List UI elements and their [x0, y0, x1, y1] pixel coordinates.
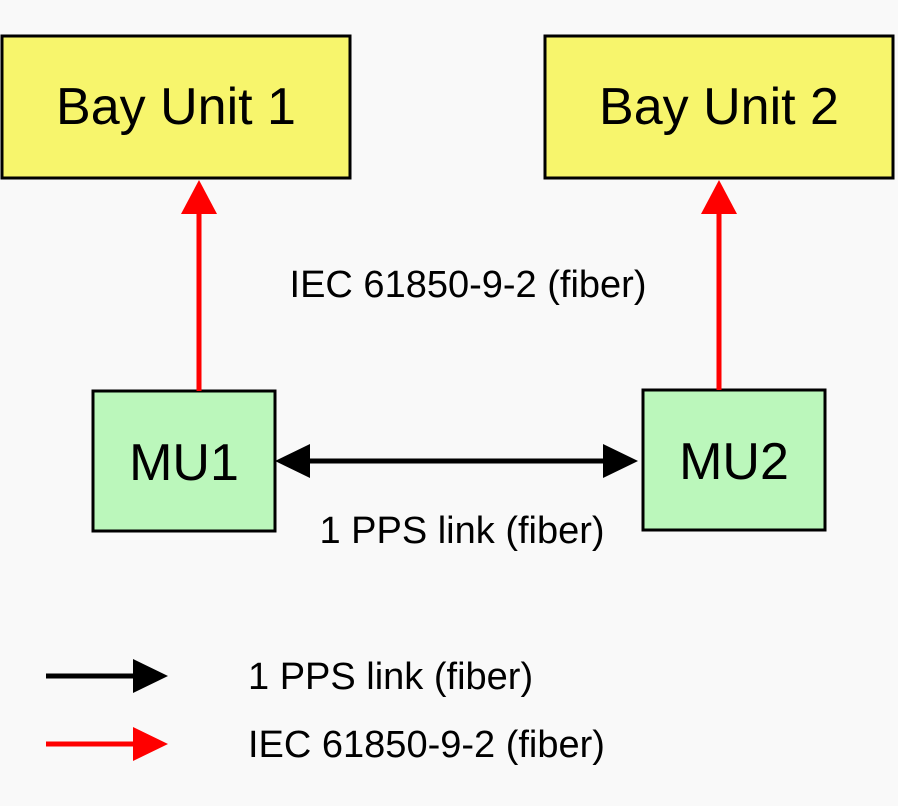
- iec-arrow-mu1-to-bay1: [181, 180, 217, 391]
- bay-unit-2-label: Bay Unit 2: [599, 78, 839, 136]
- mu2-label: MU2: [679, 433, 789, 491]
- arrowhead-left-icon: [275, 444, 310, 478]
- arrow-right-icon: [133, 659, 168, 693]
- legend-item-pps: 1 PPS link (fiber): [46, 656, 533, 698]
- legend-item-iec: IEC 61850-9-2 (fiber): [46, 724, 605, 766]
- mu2-box: [641, 388, 827, 532]
- arrowhead-up-icon: [701, 180, 737, 214]
- legend-label-pps: 1 PPS link (fiber): [248, 656, 533, 698]
- iec-arrow-mu2-to-bay2: [701, 180, 737, 390]
- legend-label-iec: IEC 61850-9-2 (fiber): [248, 724, 605, 766]
- mu1-node: MU1: [91, 389, 277, 533]
- mu2-node: MU2: [641, 388, 827, 532]
- pps-arrow-mu1-mu2: [275, 444, 638, 478]
- bay-unit-1-label: Bay Unit 1: [56, 78, 296, 136]
- arrowhead-up-icon: [181, 180, 217, 214]
- bay-unit-1-node: Bay Unit 1: [0, 34, 352, 180]
- iec-link-label: IEC 61850-9-2 (fiber): [290, 264, 647, 306]
- bay-unit-1-box: [0, 34, 352, 180]
- legend: 1 PPS link (fiber) IEC 61850-9-2 (fiber): [46, 656, 605, 766]
- mu1-box: [91, 389, 277, 533]
- mu1-label: MU1: [129, 434, 239, 492]
- arrowhead-right-icon: [603, 444, 638, 478]
- pps-link-label: 1 PPS link (fiber): [319, 510, 604, 552]
- arrow-right-icon: [133, 727, 168, 761]
- bay-unit-2-node: Bay Unit 2: [543, 34, 895, 180]
- bay-unit-2-box: [543, 34, 895, 180]
